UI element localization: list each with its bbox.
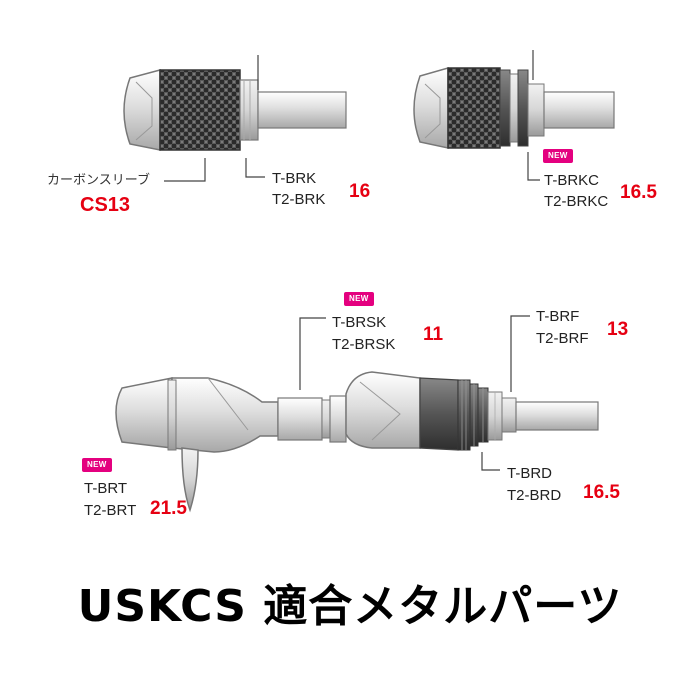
carbon-sleeve [159,69,241,151]
brt-value: 21.5 [150,498,187,519]
top-left-assembly [123,69,347,151]
brk-nut [239,79,259,141]
brk-value: 16 [349,181,371,202]
brt-new-badge: NEW [82,458,112,472]
brf-line2: T2-BRF [536,330,589,347]
brsk-ring [321,399,331,439]
brt-line2: T2-BRT [84,502,137,519]
brk-line1: T-BRK [272,170,317,187]
brsk-new-badge: NEW [344,292,374,306]
brd-line1: T-BRD [507,465,552,482]
page-title: USKCS 適合メタルパーツ [77,581,623,632]
brk-line2: T2-BRK [272,191,326,208]
brsk-line2: T2-BRSK [332,336,396,353]
brkc-new-badge: NEW [543,149,573,163]
brd-line2: T2-BRD [507,487,562,504]
brsk-value: 11 [423,324,444,345]
brd-value: 16.5 [583,482,620,503]
sleeve-code: CS13 [80,194,131,216]
brkc-value: 16.5 [620,182,657,203]
brkc-line2: T2-BRKC [544,193,609,210]
trigger [181,447,199,513]
brf-line1: T-BRF [536,308,580,325]
brf-value: 13 [607,319,629,340]
brkc-line1: T-BRKC [544,172,600,189]
brkc-nut [499,69,511,147]
brd-nut [457,379,471,451]
top-right-assembly [413,67,615,149]
brt-line1: T-BRT [84,480,128,497]
brsk-line1: T-BRSK [332,314,387,331]
reel-seat-assembly [115,371,599,513]
sleeve-name: カーボンスリーブ [47,173,150,188]
